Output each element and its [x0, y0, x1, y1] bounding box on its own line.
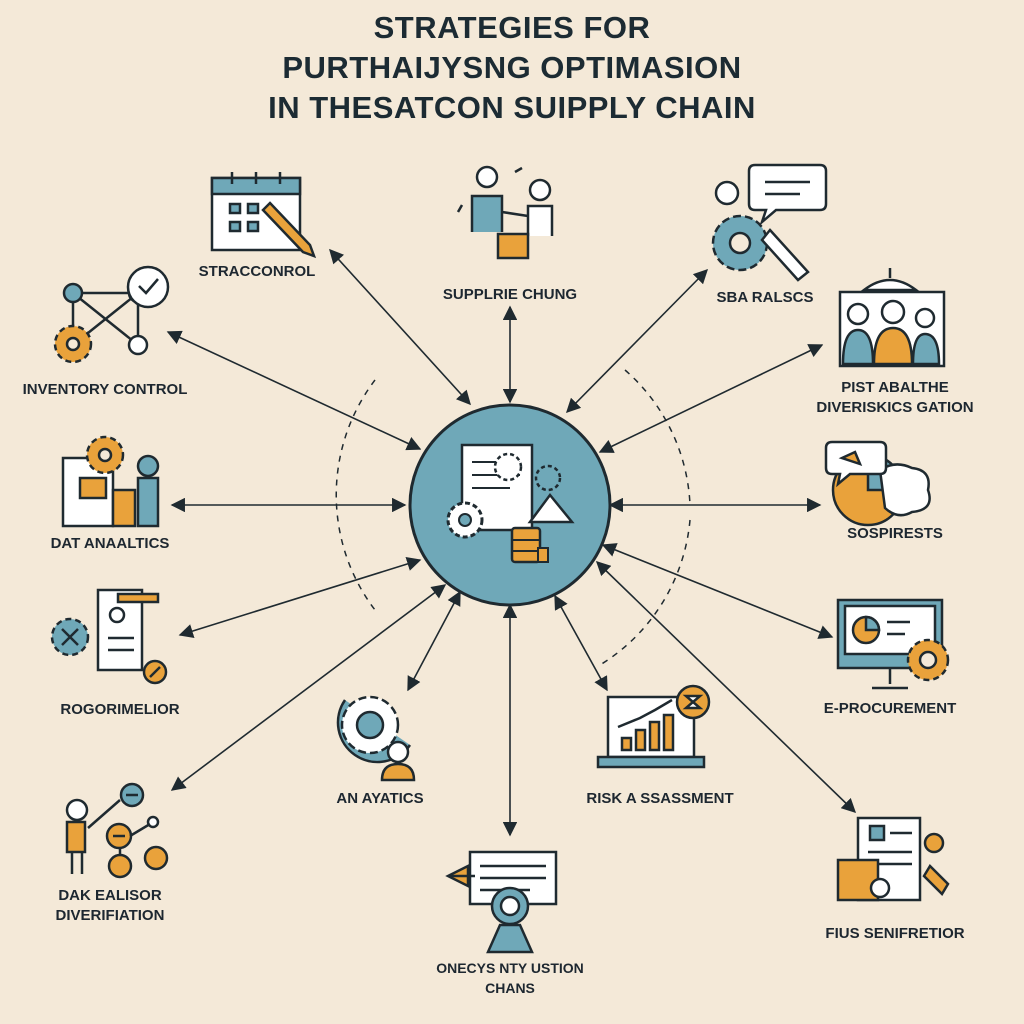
connector-arrows: [166, 248, 857, 837]
title-line-2: PURTHAIJYSNG OPTIMASION: [282, 50, 742, 85]
person-flow-icon: [65, 782, 169, 879]
calendar-icon: [210, 172, 317, 259]
arrow-risk: [554, 594, 608, 692]
node-label-pist-abalthe-line-2: DIVERISKICS GATION: [816, 399, 974, 416]
node-label-fius-senifretior: FIUS SENIFRETIOR: [825, 925, 965, 942]
node-label-pist-abalthe: PIST ABALTHE DIVERISKICS GATION: [790, 378, 1000, 418]
laptop-chart-icon: [596, 684, 711, 769]
node-label-rogorimelior: ROGORIMELIOR: [60, 701, 180, 718]
arrow-anayatics: [407, 590, 461, 692]
arrow-rogorimelior: [178, 556, 422, 639]
node-label-onecys-line-2: CHANS: [485, 980, 535, 996]
team-icon: [838, 268, 946, 368]
diagram-title: STRATEGIES FOR PURTHAIJYSNG OPTIMASION I…: [0, 8, 1024, 128]
handshake-icon: [456, 165, 554, 260]
arrow-dak: [170, 584, 447, 791]
node-label-stracconrol: STRACCONROL: [198, 263, 316, 280]
node-label-supplier-chung: SUPPLRIE CHUNG: [442, 286, 578, 303]
checklist-icon: [836, 816, 950, 902]
arrow-eprocurement: [601, 543, 834, 639]
gear-chat-icon: [711, 163, 828, 282]
node-label-inventory-control: INVENTORY CONTROL: [22, 381, 188, 398]
node-label-dak-ealisor-line-1: DAK EALISOR: [58, 887, 162, 904]
book-magnifier-icon: [445, 850, 558, 954]
arrow-pist: [598, 344, 824, 453]
arrow-stracconrol: [329, 248, 471, 406]
gear-person-icon: [336, 695, 416, 782]
pie-chat-icon: [824, 440, 931, 527]
arrow-sba: [565, 268, 709, 414]
node-label-dat-anaalatics: DAT ANAALTICS: [50, 535, 170, 552]
node-label-an-ayatics: AN AYATICS: [336, 790, 424, 807]
node-label-pist-abalthe-line-1: PIST ABALTHE: [841, 379, 949, 396]
node-label-e-procurement: E-PROCUREMENT: [823, 700, 957, 717]
title-line-1: STRATEGIES FOR: [373, 10, 651, 45]
document-gear-icon: [50, 588, 168, 685]
arrow-inventory: [166, 330, 422, 451]
arrow-fius: [595, 560, 857, 814]
network-gears-icon: [53, 265, 170, 364]
node-label-dak-ealisor-line-2: DIVERIFIATION: [55, 907, 165, 924]
node-label-onecys-line-1: ONECYS NTY USTION: [436, 960, 584, 976]
node-label-onecys: ONECYS NTY USTION CHANS: [400, 958, 620, 998]
node-label-sba-ralscs: SBA RALSCS: [716, 289, 814, 306]
node-label-dak-ealisor: DAK EALISOR DIVERIFIATION: [20, 886, 200, 926]
warehouse-icon: [61, 435, 160, 528]
node-label-sospirests: SOSPIRESTS: [847, 525, 943, 542]
central-hub-icon: [408, 403, 612, 607]
title-line-3: IN THESATCON SUIPPLY CHAIN: [268, 90, 756, 125]
node-label-risk-assessment: RISK A SSASSMENT: [586, 790, 734, 807]
monitor-gear-icon: [836, 598, 950, 690]
